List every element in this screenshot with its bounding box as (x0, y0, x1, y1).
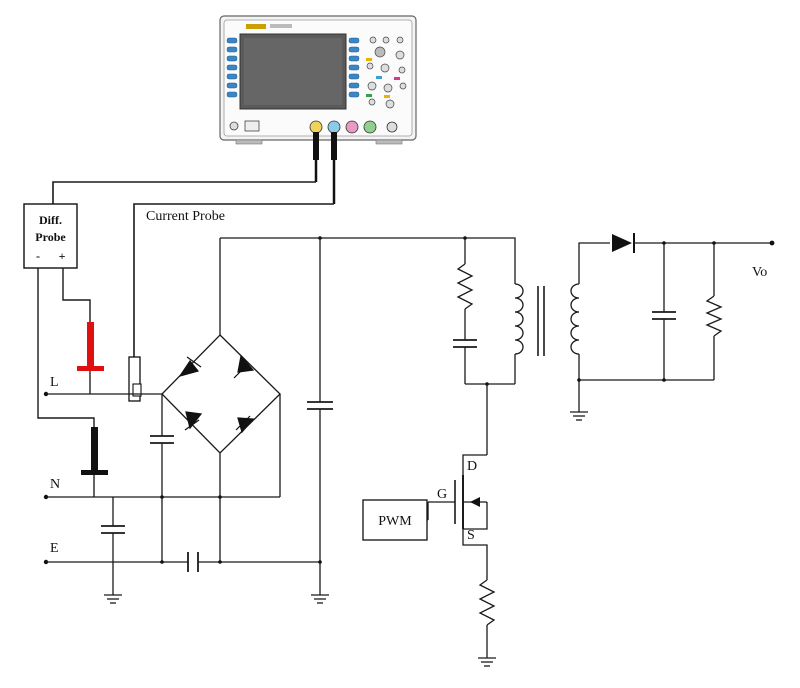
line-E-label: E (50, 541, 59, 556)
y-capacitor-e (187, 495, 222, 572)
probe-cables (52, 181, 334, 357)
ac-input: L N E (43, 375, 320, 565)
gate-label: G (437, 487, 447, 502)
line-N-label: N (50, 477, 60, 492)
probe-connectors (313, 132, 337, 204)
x-capacitor (150, 394, 174, 564)
oscilloscope (219, 15, 417, 145)
line-L-label: L (50, 375, 59, 390)
output-voltage-label: Vo (752, 265, 767, 280)
current-probe-label: Current Probe (146, 209, 225, 224)
diff-probe-plus: + (59, 249, 66, 263)
diff-probe-label-2: Probe (35, 230, 66, 244)
differential-probe: Diff. Probe - + (23, 203, 78, 269)
drain-label: D (467, 459, 477, 474)
output-capacitor (652, 243, 676, 380)
flyback-transformer (487, 237, 610, 421)
snubber-rc (453, 238, 515, 386)
output-rectifier-diode (612, 233, 775, 253)
diff-probe-minus: - (36, 249, 40, 263)
current-probe-clamp (128, 356, 142, 402)
diff-probe-label-1: Diff. (39, 213, 62, 227)
bulk-capacitor (307, 238, 333, 604)
pwm-label: PWM (378, 514, 412, 529)
y-capacitor-ne (101, 497, 125, 604)
dc-bus (220, 236, 487, 240)
red-probe-tip (77, 322, 104, 394)
mosfet: D G S (428, 384, 488, 580)
black-probe-tip (81, 427, 108, 497)
output-load-resistor (705, 243, 723, 380)
sense-resistor (478, 579, 496, 667)
bridge-rectifier (161, 238, 281, 497)
source-label: S (467, 528, 475, 543)
pwm-controller: PWM (362, 499, 429, 541)
